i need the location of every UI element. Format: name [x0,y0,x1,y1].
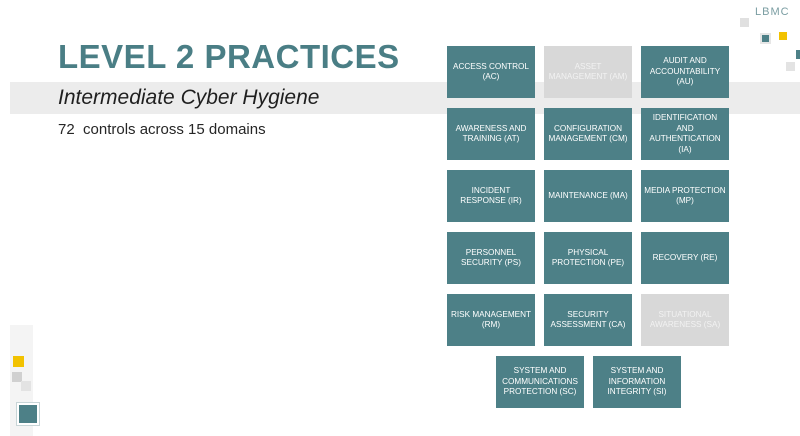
controls-count-text: 72 controls across 15 domains [58,121,266,138]
deco-square [786,62,795,71]
domain-label: SITUATIONAL AWARENESS (SA) [649,309,721,330]
deco-square [796,50,800,59]
domain-label: MAINTENANCE (MA) [548,190,628,200]
domain-label: MEDIA PROTECTION (MP) [644,185,726,206]
domain-label: SYSTEM AND COMMUNICATIONS PROTECTION (SC… [502,366,578,397]
domain-label: AWARENESS AND TRAINING (AT) [455,123,527,144]
domain-tile-at: AWARENESS AND TRAINING (AT) [447,108,535,160]
slide-title: LEVEL 2 PRACTICES [58,38,400,75]
domain-tile-cm: CONFIGURATION MANAGEMENT (CM) [544,108,632,160]
deco-square [12,372,22,382]
domain-tile-ia: IDENTIFICATION AND AUTHENTICATION (IA) [641,108,729,160]
domain-label: INCIDENT RESPONSE (IR) [460,185,522,206]
domain-tile-sc: SYSTEM AND COMMUNICATIONS PROTECTION (SC… [496,356,584,408]
domain-tile-pe: PHYSICAL PROTECTION (PE) [544,232,632,284]
domain-tile-am: ASSET MANAGEMENT (AM) [544,46,632,98]
domain-label: PHYSICAL PROTECTION (PE) [551,247,625,268]
domain-label: SECURITY ASSESSMENT (CA) [550,309,626,330]
domain-tile-sa: SITUATIONAL AWARENESS (SA) [641,294,729,346]
domain-tile-ma: MAINTENANCE (MA) [544,170,632,222]
domain-label: RISK MANAGEMENT (RM) [450,309,532,330]
deco-square [21,381,31,391]
domain-tile-rm: RISK MANAGEMENT (RM) [447,294,535,346]
domain-label: RECOVERY (RE) [652,252,718,262]
domain-tile-re: RECOVERY (RE) [641,232,729,284]
deco-square [740,18,749,27]
domain-tile-au: AUDIT AND ACCOUNTABILITY (AU) [641,46,729,98]
domain-tile-ac: ACCESS CONTROL (AC) [447,46,535,98]
domain-label: SYSTEM AND INFORMATION INTEGRITY (SI) [607,366,667,397]
domain-label: ASSET MANAGEMENT (AM) [548,61,628,82]
deco-square [19,405,37,423]
domain-label: IDENTIFICATION AND AUTHENTICATION (IA) [649,113,721,154]
domain-label: ACCESS CONTROL (AC) [453,61,529,82]
deco-square [779,32,787,40]
domain-tile-si: SYSTEM AND INFORMATION INTEGRITY (SI) [593,356,681,408]
domain-label: CONFIGURATION MANAGEMENT (CM) [548,123,628,144]
domain-tile-ir: INCIDENT RESPONSE (IR) [447,170,535,222]
deco-square [13,356,24,367]
domain-tile-ca: SECURITY ASSESSMENT (CA) [544,294,632,346]
domain-tile-ps: PERSONNEL SECURITY (PS) [447,232,535,284]
company-logo: LBMC [755,6,790,18]
domain-tile-mp: MEDIA PROTECTION (MP) [641,170,729,222]
domain-label: AUDIT AND ACCOUNTABILITY (AU) [649,56,721,87]
deco-square [762,35,769,42]
domain-label: PERSONNEL SECURITY (PS) [461,247,521,268]
slide-subtitle: Intermediate Cyber Hygiene [58,86,320,109]
